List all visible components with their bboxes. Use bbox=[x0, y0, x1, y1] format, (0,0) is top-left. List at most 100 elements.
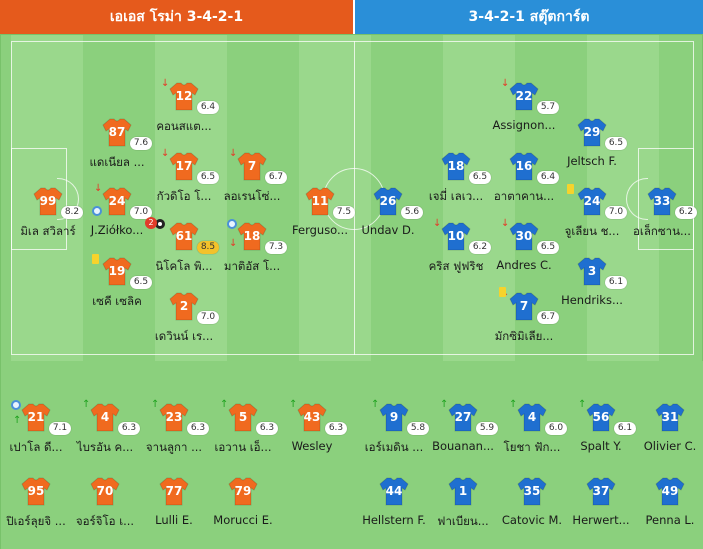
jersey-icon: 23 bbox=[159, 402, 189, 432]
jersey-icon: 27 bbox=[448, 402, 478, 432]
jersey-number: 77 bbox=[165, 484, 183, 498]
player-rating-badge: 6.4 bbox=[537, 171, 559, 184]
sub-out-arrow-icon: ↓ bbox=[94, 183, 103, 194]
player-name: จานลูกา ... bbox=[145, 440, 203, 454]
player-rating-badge: 5.9 bbox=[476, 422, 498, 435]
jersey-number: 70 bbox=[96, 484, 114, 498]
player-name: เอร์เมดิน ... bbox=[364, 440, 424, 454]
player-name: เดวินน์ เร... bbox=[154, 329, 214, 343]
jersey-icon: 43 bbox=[297, 402, 327, 432]
player-rating-badge: 6.5 bbox=[469, 171, 491, 184]
assist-icon bbox=[227, 219, 237, 229]
sub-in-arrow-icon: ↑ bbox=[371, 399, 380, 410]
player-name: คริส ฟูฟริช bbox=[428, 259, 484, 273]
sub-in-arrow-icon: ↑ bbox=[440, 399, 449, 410]
player-rating-badge: 7.0 bbox=[605, 206, 627, 219]
jersey-icon: 56 bbox=[586, 402, 616, 432]
player-name: Morucci E. bbox=[213, 513, 273, 527]
player-rating-badge: 6.2 bbox=[469, 241, 491, 254]
jersey-number: 5 bbox=[238, 410, 248, 424]
sub-out-arrow-icon: ↓ bbox=[229, 148, 238, 159]
home-team-formation[interactable]: เอเอส โรม่า 3-4-2-1 bbox=[0, 0, 353, 34]
player-rating-badge: 6.0 bbox=[545, 422, 567, 435]
jersey-icon: 18 bbox=[237, 221, 267, 251]
jersey-number: 37 bbox=[592, 484, 610, 498]
away-player-card[interactable]: 76.7มักซิมิเลีย...↓ bbox=[479, 287, 569, 345]
player-name: Herwert... bbox=[572, 513, 630, 527]
jersey-icon: 30 bbox=[509, 221, 539, 251]
player-name: คอนสแต... bbox=[156, 119, 212, 133]
sub-out-arrow-icon: ↓ bbox=[501, 78, 510, 89]
sub-out-arrow-icon: ↓ bbox=[501, 218, 510, 229]
player-rating-badge: 6.2 bbox=[675, 206, 697, 219]
player-name: เจมี่ เลเว... bbox=[428, 189, 484, 203]
jersey-number: 11 bbox=[311, 194, 329, 208]
home-player-card[interactable]: 95 ปิเอร์ลุยจิ ... bbox=[0, 476, 81, 530]
player-rating-badge: 6.5 bbox=[605, 137, 627, 150]
player-name: มาติอัส โ... bbox=[223, 259, 281, 273]
jersey-icon: 70 bbox=[90, 476, 120, 506]
jersey-number: 18 bbox=[243, 229, 261, 243]
jersey-number: 95 bbox=[27, 484, 45, 498]
jersey-icon: 26 bbox=[373, 186, 403, 216]
jersey-number: 24 bbox=[583, 194, 601, 208]
player-rating-badge: 7.6 bbox=[130, 137, 152, 150]
jersey-icon: 37 bbox=[586, 476, 616, 506]
player-rating-badge: 6.3 bbox=[256, 422, 278, 435]
jersey-number: 12 bbox=[175, 89, 193, 103]
away-team-formation[interactable]: 3-4-2-1 สตุ๊ตการ์ต bbox=[355, 0, 703, 34]
player-name: Andres C. bbox=[496, 258, 552, 272]
player-name: ปิเอร์ลุยจิ ... bbox=[6, 514, 66, 528]
player-name: Hellstern F. bbox=[362, 513, 426, 527]
player-rating-badge: 8.2 bbox=[61, 206, 83, 219]
jersey-icon: 35 bbox=[517, 476, 547, 506]
jersey-number: 1 bbox=[458, 484, 468, 498]
player-name: ลอเรนโซ่... bbox=[223, 189, 281, 203]
jersey-icon: 24 bbox=[102, 186, 132, 216]
player-name: Ferguso... bbox=[292, 223, 348, 237]
player-name: Spalt Y. bbox=[580, 439, 622, 453]
jersey-number: 23 bbox=[165, 410, 183, 424]
jersey-number: 31 bbox=[661, 410, 679, 424]
sub-in-arrow-icon: ↑ bbox=[13, 415, 22, 426]
